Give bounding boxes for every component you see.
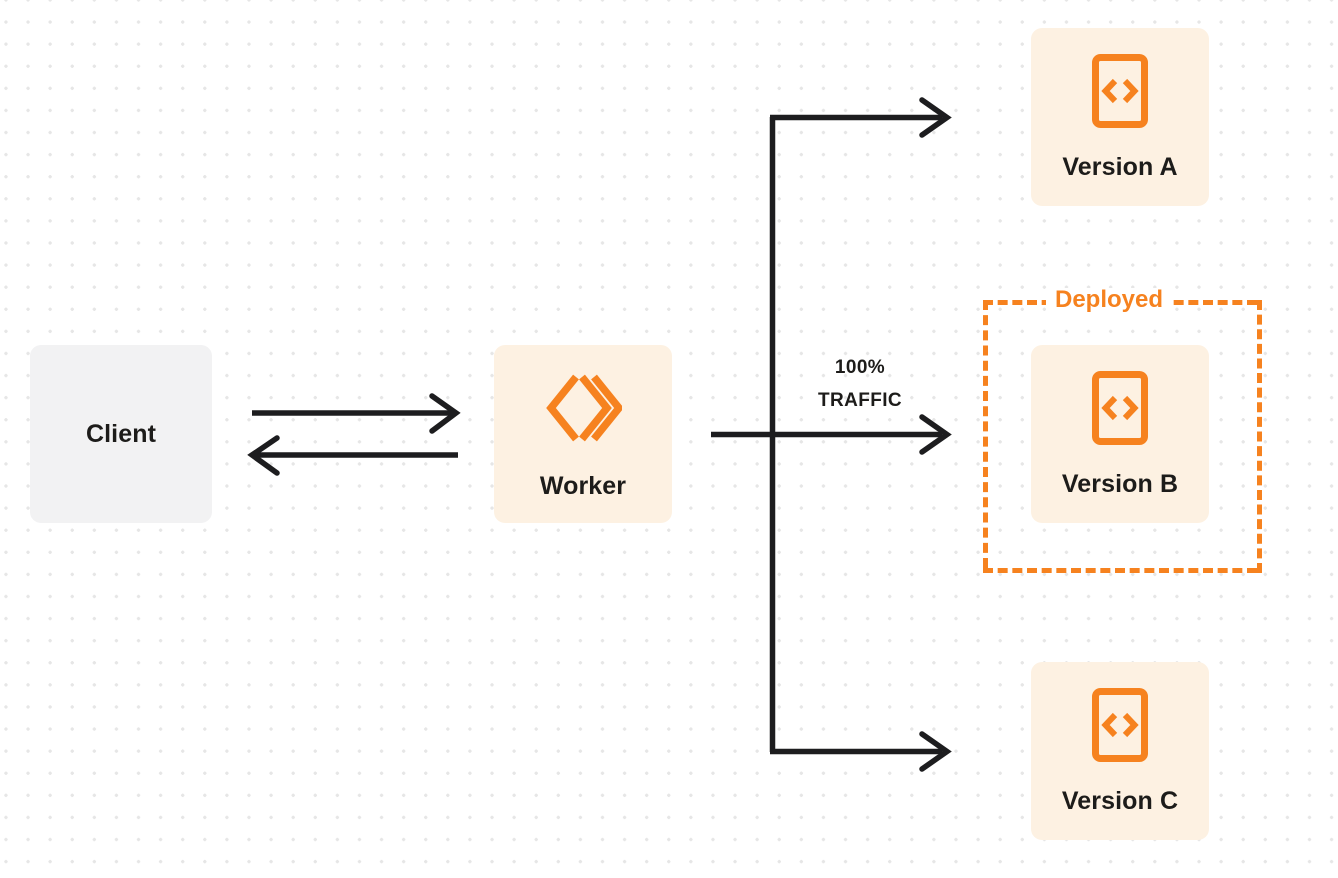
node-worker[interactable]: Worker [494,345,672,523]
arrow-worker-to-client [247,435,458,476]
node-client[interactable]: Client [30,345,212,523]
deployed-frame-bottom-edge [983,568,1257,573]
node-version-b[interactable]: Version B [1031,345,1209,523]
node-version-b-label: Version B [1061,470,1179,498]
node-version-c[interactable]: Version C [1031,662,1209,840]
code-brackets-icon [1092,371,1148,450]
traffic-percent-value: 100% [834,357,886,378]
arrow-worker-to-version-b [711,414,952,455]
deployed-frame-right-edge [1257,300,1262,573]
arrow-worker-to-version-a [770,97,952,138]
arrow-worker-to-version-c [770,731,952,772]
code-brackets-icon [1092,688,1148,767]
node-version-a-label: Version A [1062,153,1178,181]
deployed-frame: Deployed [983,288,1262,573]
deployed-badge-label: Deployed [1046,288,1173,312]
traffic-percentage-label: 100% TRAFFIC [790,352,930,417]
node-version-a[interactable]: Version A [1031,28,1209,206]
traffic-word: TRAFFIC [817,389,903,411]
node-version-c-label: Version C [1061,787,1179,815]
deployed-frame-left-edge [983,300,988,568]
node-worker-label: Worker [539,472,627,500]
node-client-label: Client [85,419,157,448]
arrow-client-to-worker [252,393,461,434]
code-brackets-icon [1092,54,1148,133]
cloudflare-workers-logo-icon [544,369,624,452]
